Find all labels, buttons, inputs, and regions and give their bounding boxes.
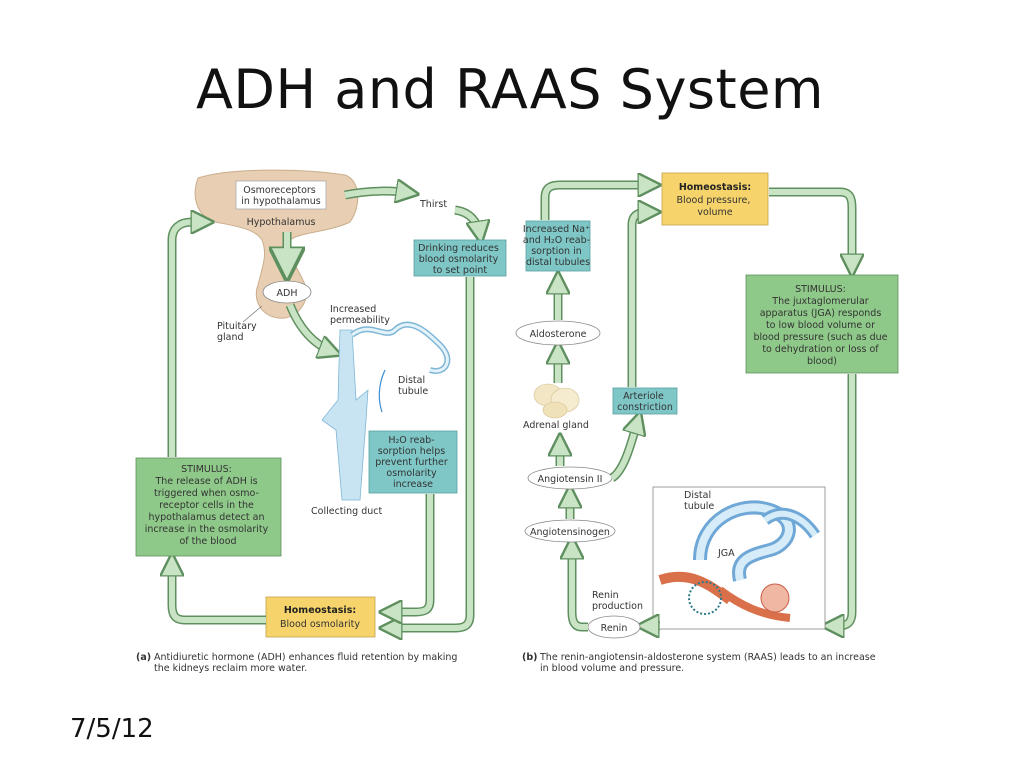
jga-label: JGA <box>717 548 735 559</box>
collecting-duct-label: Collecting duct <box>311 506 383 517</box>
homeostasis-title-a: Homeostasis: <box>284 605 356 616</box>
adh-label: ADH <box>277 288 298 299</box>
panel-b: Homeostasis: Blood pressure, volume STIM… <box>515 172 899 674</box>
homeostasis-text-a: Blood osmolarity <box>280 619 360 630</box>
homeostasis-box-a <box>265 596 376 638</box>
adrenal-gland-shape <box>533 383 580 419</box>
panel-a: Osmoreceptors in hypothalamus Hypothalam… <box>135 169 507 674</box>
arteriole-constriction-text: Arteriole constriction <box>617 391 673 413</box>
hypothalamus-label: Hypothalamus <box>247 217 316 228</box>
collecting-duct-shape <box>321 329 369 501</box>
thirst-label: Thirst <box>419 199 447 210</box>
distal-tubule-label-b: Distal tubule <box>684 490 714 512</box>
osmoreceptors-label: Osmoreceptors in hypothalamus <box>241 185 320 207</box>
h2o-reabsorption-box <box>368 430 458 494</box>
angiotensin-ii-label: Angiotensin II <box>538 474 603 485</box>
homeostasis-text-b: Blood pressure, volume <box>677 195 754 218</box>
h2o-reabsorption-text: H₂O reab- sorption helps prevent further… <box>375 435 451 490</box>
adrenal-gland-label: Adrenal gland <box>523 420 589 431</box>
drinking-box <box>413 239 507 277</box>
increased-permeability-label: Increased permeability <box>330 304 390 326</box>
angiotensinogen-label: Angiotensinogen <box>530 527 610 538</box>
stimulus-text-b: STIMULUS: The juxtaglomerular apparatus … <box>753 284 890 367</box>
aldosterone-oval <box>515 320 601 346</box>
pituitary-label: Pituitary gland <box>217 321 260 343</box>
drinking-text: Drinking reduces blood osmolarity to set… <box>418 243 502 276</box>
distal-tubule-label-a: Distal tubule <box>398 375 428 397</box>
homeostasis-title-b: Homeostasis: <box>679 182 751 193</box>
aldosterone-label: Aldosterone <box>530 329 587 340</box>
stimulus-text-a: STIMULUS: The release of ADH is triggere… <box>145 464 272 547</box>
sodium-reabsorption-box <box>525 220 591 272</box>
renin-production-label: Renin production <box>592 590 643 612</box>
renin-label: Renin <box>601 623 628 634</box>
adh-oval <box>262 280 312 304</box>
arteriole-constriction-box <box>612 387 678 415</box>
homeostasis-box-b <box>661 172 769 226</box>
slide-date: 7/5/12 <box>70 714 154 744</box>
caption-a: (a) Antidiuretic hormone (ADH) enhances … <box>136 652 460 674</box>
stimulus-box-b <box>745 274 899 374</box>
stimulus-box-a <box>135 457 282 557</box>
slide-title: ADH and RAAS System <box>195 58 825 121</box>
sodium-reabsorption-text: Increased Na⁺ and H₂O reab- sorption in … <box>523 224 593 268</box>
angiotensinogen-oval <box>524 519 616 543</box>
caption-b: (b) The renin-angiotensin-aldosterone sy… <box>522 652 879 674</box>
